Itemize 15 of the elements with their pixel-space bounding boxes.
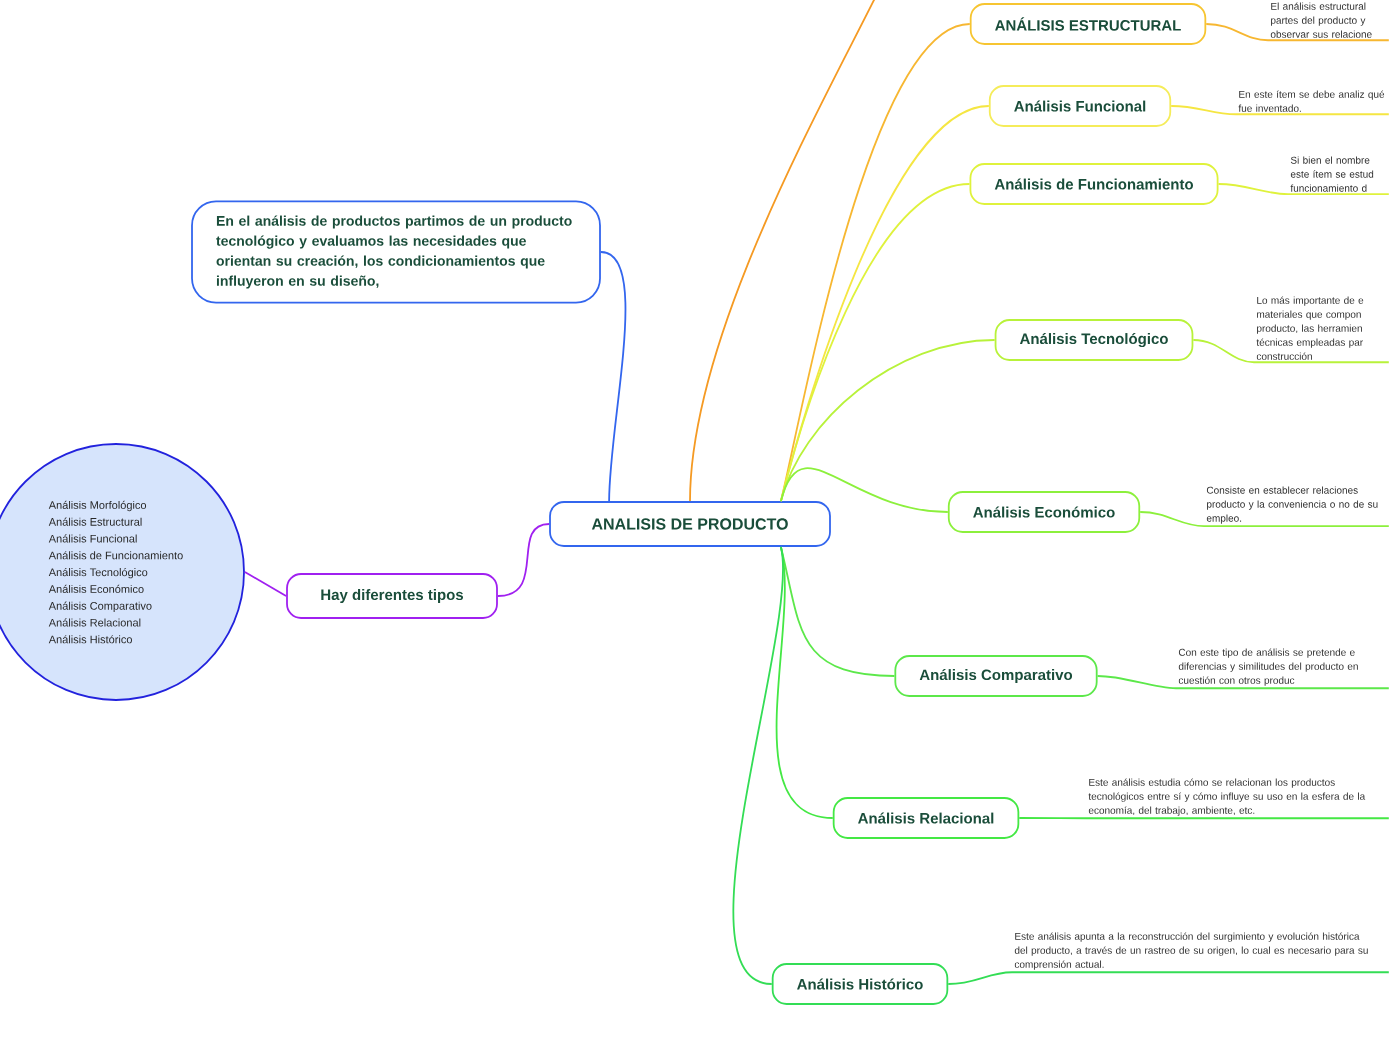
connector xyxy=(1170,105,1390,116)
connector xyxy=(780,183,971,502)
central-topic-box: ANALISIS DE PRODUCTO xyxy=(549,501,831,547)
connector xyxy=(1018,817,1390,820)
connector xyxy=(1217,183,1390,196)
connector xyxy=(947,971,1390,985)
connector xyxy=(1139,511,1390,528)
connector xyxy=(244,571,287,597)
connector xyxy=(780,467,949,513)
connector xyxy=(689,0,877,502)
connector xyxy=(497,523,550,597)
connector xyxy=(780,339,996,502)
connector xyxy=(1096,675,1390,690)
connector xyxy=(1205,23,1390,42)
connector xyxy=(1192,339,1390,364)
